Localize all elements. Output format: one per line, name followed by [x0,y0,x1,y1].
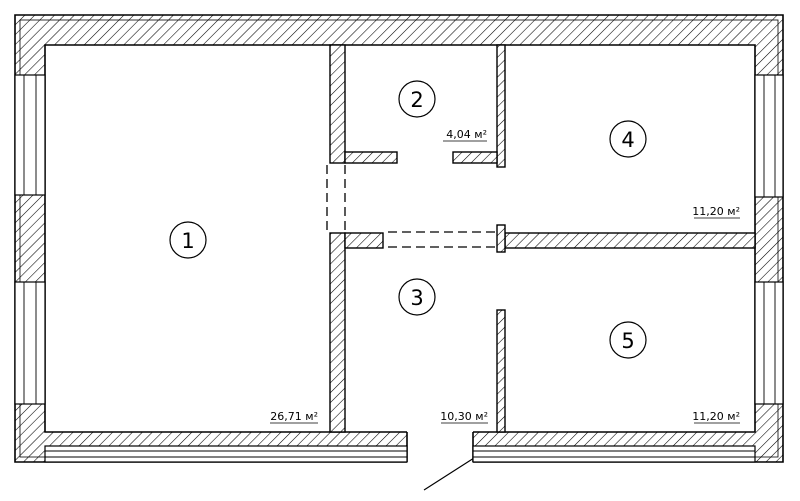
room-area: 11,20 м² [692,410,740,423]
window-bottom-left [44,445,408,463]
wall-room1-lower [329,232,346,433]
window-right-top [754,74,784,198]
room-number: 2 [410,88,423,112]
wall-stub-hall-right [496,224,506,253]
room-area: 11,20 м² [692,205,740,218]
window-right-bottom [754,281,784,405]
wall-stub-hall-left [344,232,384,249]
room-number: 5 [621,329,634,353]
room-1: 1 26,71 м² [169,221,318,424]
window-left-top [14,74,46,196]
entrance-opening [407,431,473,465]
wall-room5-left [496,309,506,433]
room-area: 26,71 м² [270,410,318,423]
room-number: 1 [181,229,194,253]
window-left-bottom [14,281,46,405]
wall-stub-room2-left [344,151,398,164]
openings [326,165,495,248]
room-number-circle [609,321,647,359]
room-number-circle [398,80,436,118]
room-number: 3 [410,286,423,310]
entrance-leader-line [423,457,475,491]
wall-room4-room5 [504,232,756,249]
room-5: 5 11,20 м² [609,321,740,424]
window-bottom-right [472,445,756,463]
room-area: 4,04 м² [446,128,487,141]
room-area: 10,30 м² [440,410,488,423]
wall-room1-upper [329,44,346,164]
wall-room2-right [496,44,506,168]
room-4: 4 11,20 м² [609,120,740,219]
room-number-circle [609,120,647,158]
room-number-circle [169,221,207,259]
room-2: 2 4,04 м² [398,80,487,142]
room-3: 3 10,30 м² [398,278,488,424]
interior-walls [329,44,756,433]
wall-stub-room2-right [452,151,498,164]
room-number-circle [398,278,436,316]
room-number: 4 [621,128,634,152]
